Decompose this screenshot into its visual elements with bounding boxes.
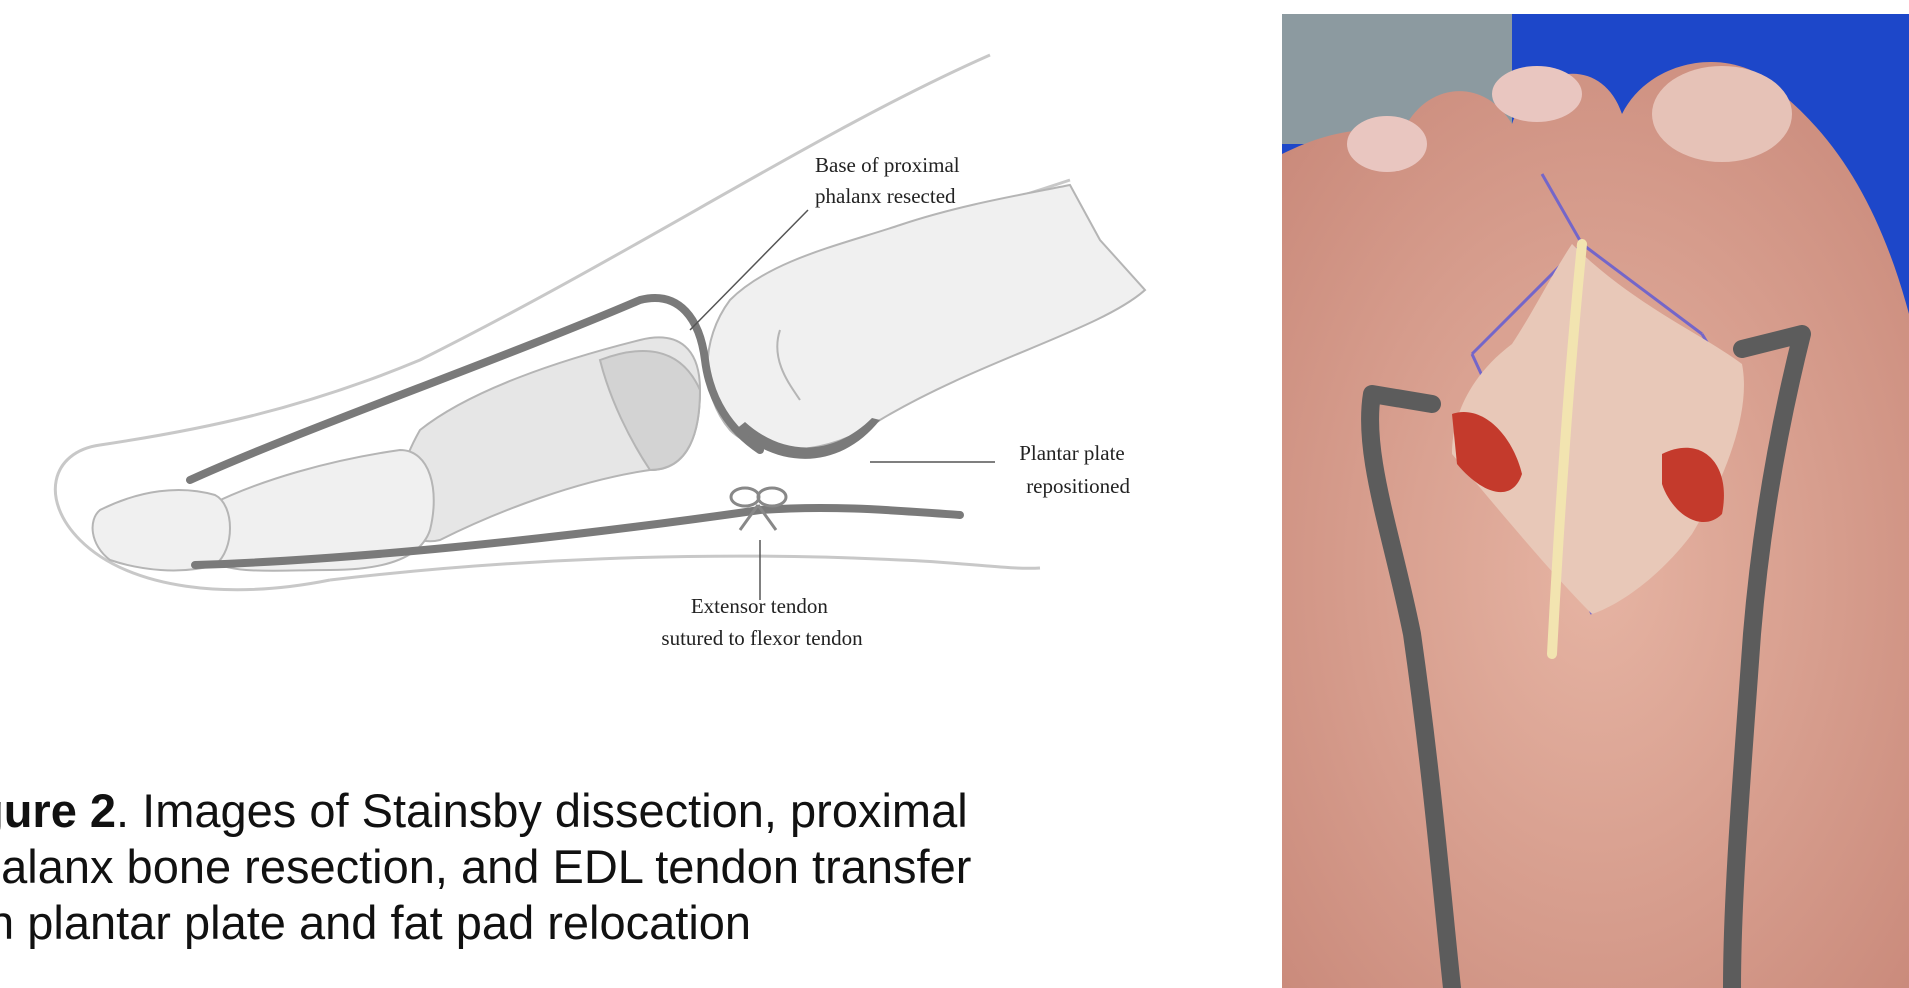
caption-line2: halanx bone resection, and EDL tendon tr… (0, 840, 971, 893)
label-plantar-plate-line1: Plantar plate (1019, 441, 1125, 465)
figure-caption: gure 2. Images of Stainsby dissection, p… (0, 783, 1175, 951)
label-tendon-suture: Extensor tendon sutured to flexor tendon (661, 594, 863, 650)
toenail-great (1652, 66, 1792, 162)
label-base-resected-line1: Base of proximal (815, 153, 960, 177)
toenail-1 (1347, 116, 1427, 172)
label-plantar-plate-line2: repositioned (1026, 474, 1130, 498)
surgical-photo (1282, 14, 1909, 988)
label-tendon-suture-line1: Extensor tendon (691, 594, 829, 618)
skin-outline-plantar (330, 556, 1040, 580)
caption-line1: . Images of Stainsby dissection, proxima… (116, 784, 968, 837)
caption-line3: th plantar plate and fat pad relocation (0, 896, 751, 949)
metatarsal-bone (708, 185, 1146, 450)
distal-phalanx (93, 490, 230, 570)
toe-anatomy-diagram: Base of proximal phalanx resected Planta… (0, 0, 1260, 700)
caption-lead: gure 2 (0, 784, 116, 837)
label-tendon-suture-line2: sutured to flexor tendon (661, 626, 863, 650)
label-plantar-plate: Plantar plate repositioned (1019, 441, 1130, 498)
label-base-resected: Base of proximal phalanx resected (815, 153, 965, 208)
label-base-resected-line2: phalanx resected (815, 184, 956, 208)
toenail-2 (1492, 66, 1582, 122)
